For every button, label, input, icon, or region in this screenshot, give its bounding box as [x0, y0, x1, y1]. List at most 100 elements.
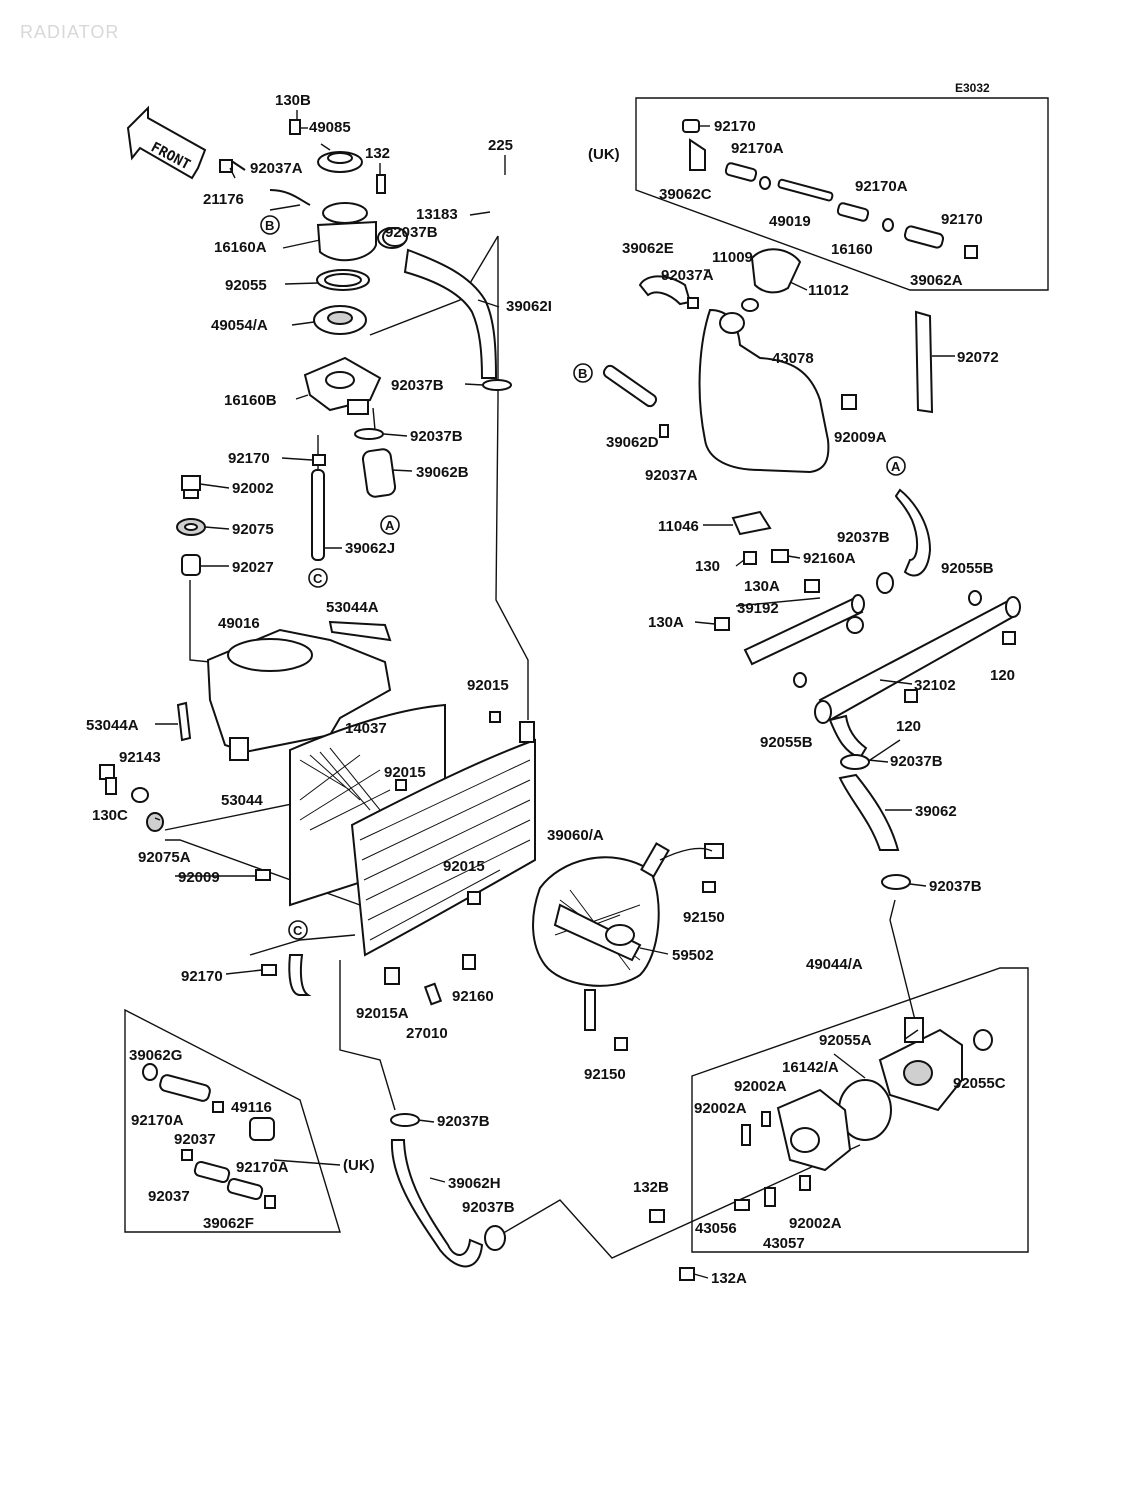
part-label: 92037B: [410, 428, 463, 445]
svg-text:A: A: [385, 518, 395, 533]
water-pump: [649, 1017, 993, 1281]
leader-lines: [154, 110, 955, 1279]
uk-kit-bottom-parts: [142, 1063, 276, 1209]
cooling-fan: [532, 842, 724, 1051]
part-label: 39062C: [659, 186, 712, 203]
part-label: 39062H: [448, 1175, 501, 1192]
part-label: 130C: [92, 807, 128, 824]
part-label: 11009: [712, 249, 753, 266]
part-label: 11046: [658, 518, 699, 535]
part-label: 39062J: [345, 540, 395, 557]
part-label: 92055A: [819, 1032, 872, 1049]
radiator-core: [289, 703, 536, 1006]
part-label: 92002: [232, 480, 274, 497]
part-label: 120: [896, 718, 921, 735]
part-label: 49054/A: [211, 317, 268, 334]
part-label: 13183: [416, 206, 458, 223]
uk-kit-outline-bottom: [124, 1008, 341, 1233]
part-label: 14037: [345, 720, 387, 737]
part-label: 92075: [232, 521, 274, 538]
part-label: 39062B: [416, 464, 469, 481]
marker-b-right: B: [573, 363, 593, 383]
part-label: 16160: [831, 241, 873, 258]
part-label: 92015: [443, 858, 485, 875]
part-label: 92150: [584, 1066, 626, 1083]
lower-hoses: [261, 954, 506, 1268]
part-label: 43078: [772, 350, 814, 367]
svg-text:C: C: [313, 571, 323, 586]
water-pump-kit-outline: [691, 967, 1029, 1253]
part-label: 92027: [232, 559, 274, 576]
part-label: 92170A: [236, 1159, 289, 1176]
part-label: 92037A: [250, 160, 303, 177]
part-label: 39062E: [622, 240, 674, 257]
part-label: 92002A: [789, 1215, 842, 1232]
svg-text:C: C: [293, 923, 303, 938]
marker-c-left: C: [308, 568, 328, 588]
part-label: 92002A: [734, 1078, 787, 1095]
part-label: 92037B: [837, 529, 890, 546]
drawing-code: E3032: [955, 81, 990, 95]
part-label: 92037B: [462, 1199, 515, 1216]
part-label: 92143: [119, 749, 161, 766]
part-label: 92170: [181, 968, 223, 985]
part-label: 27010: [406, 1025, 448, 1042]
part-label: 49116: [231, 1099, 272, 1116]
front-arrow-icon: FRONT: [126, 105, 207, 180]
part-label: 43056: [695, 1220, 737, 1237]
marker-c-bottom: C: [288, 920, 308, 940]
part-label: 92170: [228, 450, 270, 467]
part-label: 39060/A: [547, 827, 604, 844]
part-label: 49019: [769, 213, 811, 230]
part-label: 92037B: [929, 878, 982, 895]
part-label: 92170A: [131, 1112, 184, 1129]
part-label: 16160B: [224, 392, 277, 409]
region-uk-top: (UK): [588, 146, 620, 163]
part-label: 92160A: [803, 550, 856, 567]
svg-text:A: A: [891, 459, 901, 474]
part-label: 92055C: [953, 1075, 1006, 1092]
svg-text:B: B: [578, 366, 587, 381]
part-label: 53044A: [326, 599, 379, 616]
hose-39062: [838, 754, 911, 890]
part-label: 132: [365, 145, 390, 162]
part-label: 92055: [225, 277, 267, 294]
part-label: 92170A: [731, 140, 784, 157]
part-label: 92055B: [941, 560, 994, 577]
part-label: 225: [488, 137, 513, 154]
part-label: 92037A: [661, 267, 714, 284]
part-number-labels: 130B 49085 92037A 132 21176 225 13183 92…: [86, 92, 1015, 1287]
part-label: 92009A: [834, 429, 887, 446]
part-label: 39062: [915, 803, 957, 820]
part-label: 132B: [633, 1179, 669, 1196]
part-label: 43057: [763, 1235, 805, 1252]
part-label: 92170: [941, 211, 983, 228]
part-label: 132A: [711, 1270, 747, 1287]
uk-kit-outline-top: [635, 97, 1049, 291]
part-label: 16142/A: [782, 1059, 839, 1076]
part-label: 120: [990, 667, 1015, 684]
part-label: 92037B: [890, 753, 943, 770]
part-label: 92055B: [760, 734, 813, 751]
part-label: 130B: [275, 92, 311, 109]
part-label: 92150: [683, 909, 725, 926]
part-label: 21176: [203, 191, 244, 208]
part-label: 59502: [672, 947, 714, 964]
marker-a-right: A: [886, 456, 906, 476]
part-label: 11012: [808, 282, 849, 299]
part-label: 49016: [218, 615, 260, 632]
part-label: 32102: [914, 677, 956, 694]
marker-b-top: B: [260, 215, 280, 235]
part-label: 92037B: [391, 377, 444, 394]
coolant-pipe-assembly: [714, 488, 1021, 760]
part-label: 39062G: [129, 1047, 182, 1064]
marker-a-left: A: [380, 515, 400, 535]
part-label: 130A: [744, 578, 780, 595]
diagram-title: RADIATOR: [20, 22, 119, 42]
part-label: 49044/A: [806, 956, 863, 973]
hose-39062i: [403, 248, 498, 379]
part-label: 92009: [178, 869, 220, 886]
region-uk-bottom: (UK): [343, 1157, 375, 1174]
part-label: 130: [695, 558, 720, 575]
